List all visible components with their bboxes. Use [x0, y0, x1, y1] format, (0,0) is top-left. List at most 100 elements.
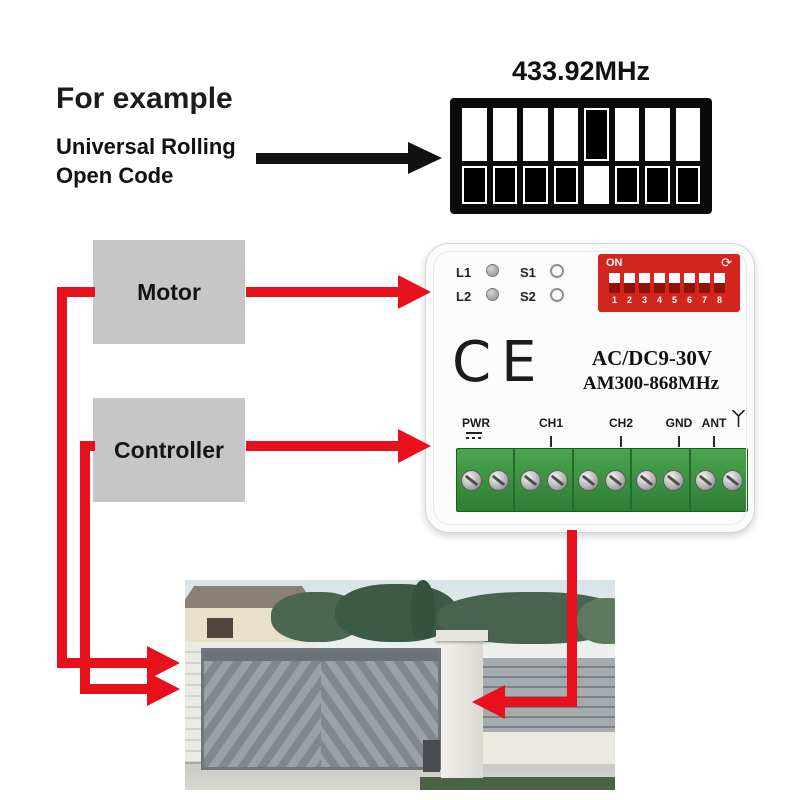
terminal-group: [691, 449, 747, 511]
s1-label: S1: [520, 265, 536, 280]
dip-code-column: [645, 108, 670, 204]
dip-switch: [684, 273, 695, 293]
gate-left-slats: [204, 661, 321, 767]
led1-label: L1: [456, 265, 472, 280]
rotate-icon: ⟳: [721, 255, 732, 270]
arrow-segment: [57, 658, 149, 668]
s2-button: [550, 288, 564, 302]
s2-label: S2: [520, 289, 536, 304]
controller-box: Controller: [93, 398, 245, 502]
terminal-label-pwr: PWR: [462, 416, 490, 430]
terminal-screw: [605, 469, 627, 491]
dip-code-column: [492, 108, 517, 204]
terminal-screw: [663, 469, 685, 491]
terminal-group: [574, 449, 633, 511]
example-title: For example: [56, 82, 233, 115]
antenna-icon: [731, 410, 746, 427]
dip-switch: [639, 273, 650, 293]
arrow-head: [398, 429, 431, 463]
arrow-segment: [246, 441, 400, 451]
s1-button: [550, 264, 564, 278]
frequency-label: 433.92MHz: [511, 56, 651, 86]
gate-right-slats: [321, 661, 438, 767]
terminal-group: [632, 449, 691, 511]
dip-switch-number: 6: [686, 295, 692, 305]
terminal-tick: [620, 436, 622, 447]
dip-code-column: [584, 108, 609, 204]
arrow-segment: [567, 530, 577, 707]
black-arrow-line: [256, 153, 408, 164]
led2-label: L2: [456, 289, 472, 304]
cypress-tree: [411, 580, 435, 638]
terminal-label-gnd: GND: [665, 416, 693, 430]
terminal-screw: [461, 469, 483, 491]
motor-label: Motor: [137, 278, 201, 305]
terminal-group: [457, 449, 516, 511]
house-window: [207, 618, 233, 638]
dip-switch-number: 2: [626, 295, 632, 305]
terminal-tick: [713, 436, 715, 447]
dc-symbol-icon: [466, 432, 482, 439]
dip-switch: [699, 273, 710, 293]
pillar-cap: [436, 630, 488, 641]
dip-code-column: [462, 108, 487, 204]
dip-switch: [609, 273, 620, 293]
arrow-segment: [57, 287, 95, 297]
dip-switch-number: 5: [671, 295, 677, 305]
terminal-screw: [694, 469, 716, 491]
terminal-screw: [636, 469, 658, 491]
motor-box: Motor: [93, 240, 245, 344]
gate-motor: [423, 740, 440, 772]
dip-switch-number: 8: [716, 295, 722, 305]
terminal-label-ch2: CH2: [608, 416, 633, 430]
arrow-segment: [57, 287, 67, 668]
sliding-gate: [201, 648, 441, 770]
dip-code-column: [523, 108, 548, 204]
example-code-line1: Universal Rolling: [56, 134, 236, 159]
terminal-tick: [550, 436, 552, 447]
dip-switch-number: 1: [611, 295, 617, 305]
controller-label: Controller: [114, 436, 224, 463]
dip-code-column: [553, 108, 578, 204]
terminal-screw: [488, 469, 510, 491]
terminal-screw: [519, 469, 541, 491]
led1-indicator: [486, 264, 499, 277]
terminal-screw: [578, 469, 600, 491]
dip-switch: [669, 273, 680, 293]
example-code-line2: Open Code: [56, 163, 174, 188]
tree: [577, 598, 615, 644]
receiver-dip-switch-row: [609, 273, 725, 293]
terminal-label-ch1: CH1: [538, 416, 563, 430]
arrow-segment: [80, 441, 90, 694]
terminal-screw: [546, 469, 568, 491]
terminal-block: [456, 448, 748, 512]
dip-switch: [624, 273, 635, 293]
terminal-tick: [678, 436, 680, 447]
power-rating-label: AC/DC9-30V: [591, 346, 713, 370]
gate-photo: [185, 580, 615, 790]
dip-switch-number: 3: [641, 295, 647, 305]
gate-top-rail: [204, 651, 438, 661]
arrow-head: [398, 275, 431, 309]
led2-indicator: [486, 288, 499, 301]
dip-switch: [714, 273, 725, 293]
white-wall-right: [483, 732, 615, 764]
dip-code-diagram: [450, 98, 712, 214]
dip-on-label: ON: [606, 257, 623, 269]
grass-strip: [420, 777, 615, 790]
arrow-head: [147, 672, 180, 706]
ce-mark: CE: [452, 330, 547, 395]
dip-switch: [654, 273, 665, 293]
black-arrow-head: [408, 142, 442, 174]
dip-code-column: [675, 108, 700, 204]
terminal-label-ant: ANT: [701, 416, 727, 430]
dip-switch-number: 7: [701, 295, 707, 305]
gray-fence: [483, 658, 615, 732]
arrow-head: [472, 685, 505, 719]
arrow-segment: [505, 697, 577, 707]
terminal-group: [515, 449, 574, 511]
